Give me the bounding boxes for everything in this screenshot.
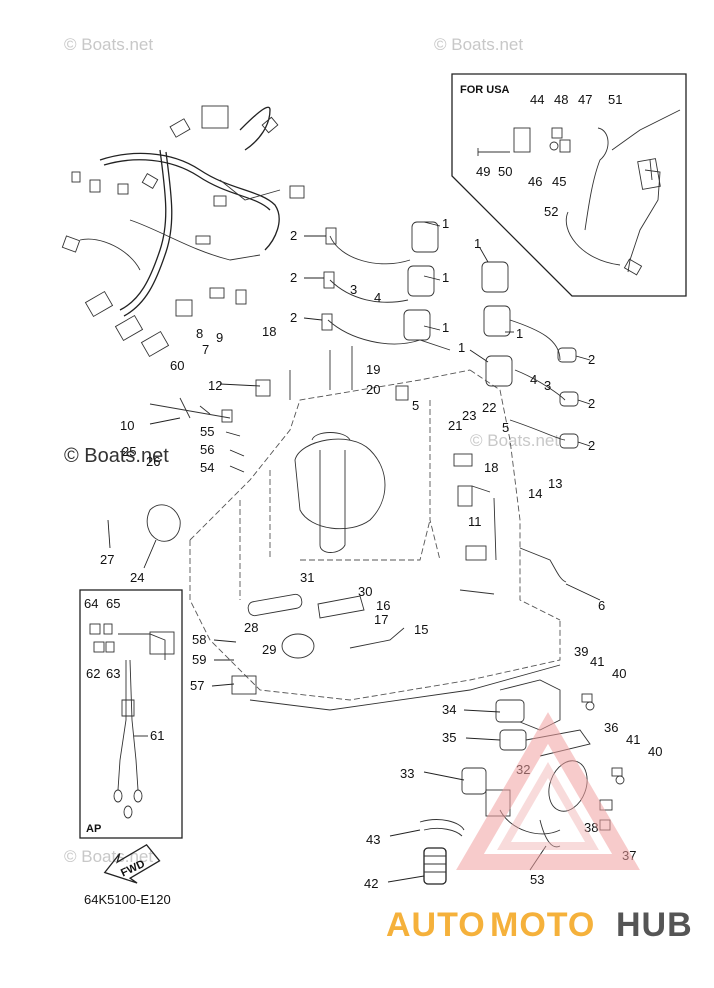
callout-3: 3 bbox=[350, 282, 357, 297]
callout-42: 42 bbox=[364, 876, 378, 891]
callout-2: 2 bbox=[290, 270, 297, 285]
callout-9: 9 bbox=[216, 330, 223, 345]
callout-50: 50 bbox=[498, 164, 512, 179]
callout-18: 18 bbox=[262, 324, 276, 339]
inset-ap: AP bbox=[79, 589, 183, 839]
watermark-boats-1: © Boats.net bbox=[64, 35, 153, 54]
callout-33: 33 bbox=[400, 766, 414, 781]
callout-22: 22 bbox=[482, 400, 496, 415]
callout-2: 2 bbox=[588, 352, 595, 367]
callout-30: 30 bbox=[358, 584, 372, 599]
callout-14: 14 bbox=[528, 486, 542, 501]
callout-44: 44 bbox=[530, 92, 544, 107]
callout-15: 15 bbox=[414, 622, 428, 637]
callout-1: 1 bbox=[516, 326, 523, 341]
inset-ap-title: AP bbox=[86, 823, 101, 835]
watermark-boats-4: © Boats.net bbox=[470, 431, 559, 450]
callout-17: 17 bbox=[374, 612, 388, 627]
callout-3: 3 bbox=[544, 378, 551, 393]
callout-27: 27 bbox=[100, 552, 114, 567]
callout-39: 39 bbox=[574, 644, 588, 659]
callout-62: 62 bbox=[86, 666, 100, 681]
callout-16: 16 bbox=[376, 598, 390, 613]
callout-49: 49 bbox=[476, 164, 490, 179]
callout-10: 10 bbox=[120, 418, 134, 433]
callout-35: 35 bbox=[442, 730, 456, 745]
inset-usa: FOR USA bbox=[451, 73, 687, 297]
callout-55: 55 bbox=[200, 424, 214, 439]
callout-26: 26 bbox=[146, 454, 160, 469]
watermark-boats-2: © Boats.net bbox=[434, 35, 523, 54]
logo-moto: MOTO bbox=[490, 906, 595, 944]
callout-40: 40 bbox=[612, 666, 626, 681]
automotohub-logo: AUTO MOTO HUB bbox=[386, 712, 693, 944]
callout-45: 45 bbox=[552, 174, 566, 189]
callout-23: 23 bbox=[462, 408, 476, 423]
callout-19: 19 bbox=[366, 362, 380, 377]
callout-41: 41 bbox=[590, 654, 604, 669]
callout-1: 1 bbox=[474, 236, 481, 251]
callout-31: 31 bbox=[300, 570, 314, 585]
callout-43: 43 bbox=[366, 832, 380, 847]
diagram-code: 64K5100-E120 bbox=[84, 892, 171, 907]
logo-hub: HUB bbox=[616, 906, 693, 944]
electrical-parts bbox=[419, 679, 625, 885]
callout-12: 12 bbox=[208, 378, 222, 393]
callout-1: 1 bbox=[458, 340, 465, 355]
callout-5: 5 bbox=[502, 420, 509, 435]
callout-56: 56 bbox=[200, 442, 214, 457]
callout-57: 57 bbox=[190, 678, 204, 693]
callout-34: 34 bbox=[442, 702, 456, 717]
ignition-coils bbox=[146, 221, 579, 695]
callout-24: 24 bbox=[130, 570, 144, 585]
wire-harness bbox=[61, 105, 305, 358]
callout-7: 7 bbox=[202, 342, 209, 357]
callout-2: 2 bbox=[588, 438, 595, 453]
callout-25: 25 bbox=[122, 444, 136, 459]
callout-51: 51 bbox=[608, 92, 622, 107]
callout-6: 6 bbox=[598, 598, 605, 613]
callout-60: 60 bbox=[170, 358, 184, 373]
callout-64: 64 bbox=[84, 596, 98, 611]
callout-59: 59 bbox=[192, 652, 206, 667]
callout-58: 58 bbox=[192, 632, 206, 647]
callout-1: 1 bbox=[442, 320, 449, 335]
inset-usa-title: FOR USA bbox=[460, 84, 510, 96]
callout-63: 63 bbox=[106, 666, 120, 681]
callout-20: 20 bbox=[366, 382, 380, 397]
callout-53: 53 bbox=[530, 872, 544, 887]
callout-40: 40 bbox=[648, 744, 662, 759]
callout-11: 11 bbox=[468, 514, 482, 529]
callout-41: 41 bbox=[626, 732, 640, 747]
callout-5: 5 bbox=[412, 398, 419, 413]
callout-21: 21 bbox=[448, 418, 462, 433]
callout-2: 2 bbox=[588, 396, 595, 411]
callout-2: 2 bbox=[290, 228, 297, 243]
callout-65: 65 bbox=[106, 596, 120, 611]
callout-18: 18 bbox=[484, 460, 498, 475]
callout-4: 4 bbox=[374, 290, 381, 305]
engine-block-outline bbox=[189, 369, 561, 711]
callout-52: 52 bbox=[544, 204, 558, 219]
callout-2: 2 bbox=[290, 310, 297, 325]
callout-36: 36 bbox=[604, 720, 618, 735]
callout-13: 13 bbox=[548, 476, 562, 491]
callout-29: 29 bbox=[262, 642, 276, 657]
callout-8: 8 bbox=[196, 326, 203, 341]
callout-1: 1 bbox=[442, 216, 449, 231]
callout-54: 54 bbox=[200, 460, 214, 475]
watermark-boats-3: © Boats.net bbox=[64, 445, 169, 467]
watermark-boats-5: © Boats.net bbox=[64, 847, 153, 866]
callout-1: 1 bbox=[442, 270, 449, 285]
callout-47: 47 bbox=[578, 92, 592, 107]
callout-4: 4 bbox=[530, 372, 537, 387]
callout-61: 61 bbox=[150, 728, 164, 743]
logo-auto: AUTO bbox=[386, 906, 486, 944]
callout-28: 28 bbox=[244, 620, 258, 635]
callout-48: 48 bbox=[554, 92, 568, 107]
callout-46: 46 bbox=[528, 174, 542, 189]
